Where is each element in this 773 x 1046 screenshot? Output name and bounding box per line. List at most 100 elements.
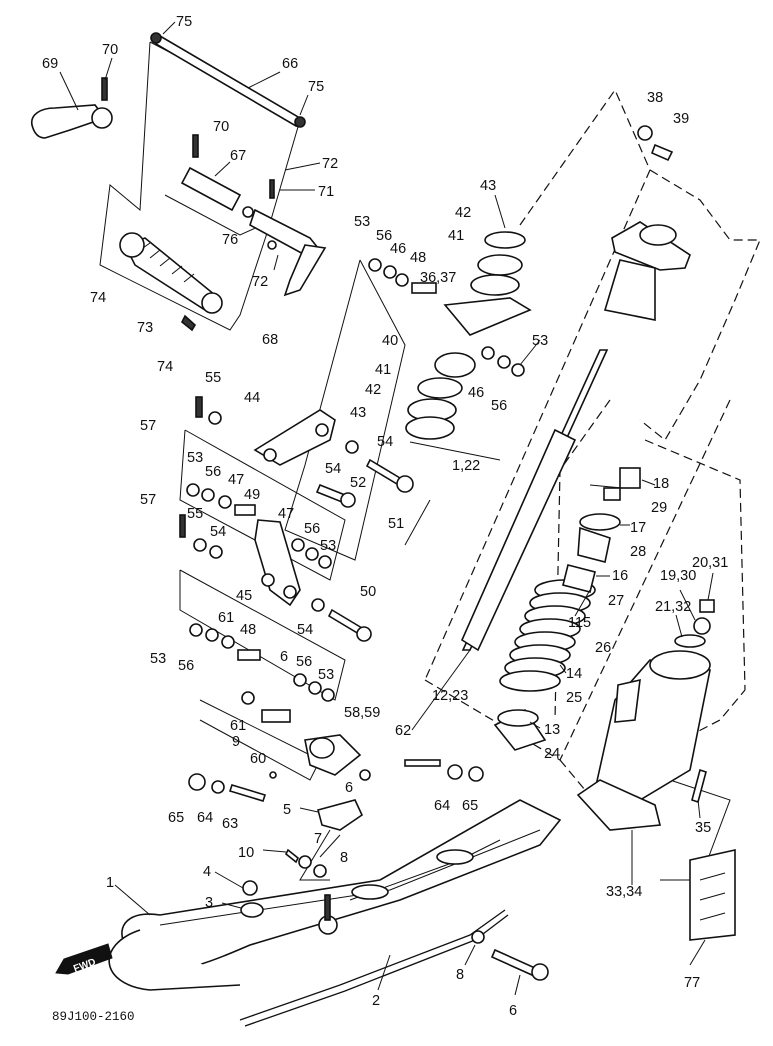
callout: 18: [653, 476, 669, 492]
callout: 6: [345, 780, 353, 796]
callout: 57: [140, 492, 156, 508]
callout: 57: [140, 418, 156, 434]
callout: 7: [314, 831, 322, 847]
callout: 56: [178, 658, 194, 674]
callout: 53: [187, 450, 203, 466]
center-bracket-parts: [179, 231, 549, 981]
callout: 13: [544, 722, 560, 738]
callout: 70: [102, 42, 118, 58]
ski-assembly: [108, 799, 562, 1027]
callout: 20,31: [692, 555, 728, 571]
callout: 115: [568, 615, 591, 631]
callout: 50: [360, 584, 376, 600]
callout: 72: [252, 274, 268, 290]
shock-absorber: [460, 125, 736, 941]
callout: 47: [278, 506, 294, 522]
callout: 12,23: [432, 688, 468, 704]
callout: 56: [296, 654, 312, 670]
callout: 54: [325, 461, 341, 477]
callout: 53: [532, 333, 548, 349]
callout: 48: [410, 250, 426, 266]
callout: 55: [187, 506, 203, 522]
callout: 56: [304, 521, 320, 537]
callout: 51: [388, 516, 404, 532]
callout: 6: [280, 649, 288, 665]
callout: 71: [318, 184, 334, 200]
callout: 21,32: [655, 599, 691, 615]
callout: 54: [210, 524, 226, 540]
callout: 16: [612, 568, 628, 584]
callout: 53: [318, 667, 334, 683]
callout: 42: [455, 205, 471, 221]
callout: 45: [236, 588, 252, 604]
callout: 41: [375, 362, 391, 378]
callout: 28: [630, 544, 646, 560]
callout: 42: [365, 382, 381, 398]
callout: 62: [395, 723, 411, 739]
callout: 44: [244, 390, 260, 406]
callout: 74: [157, 359, 173, 375]
callout: 61: [230, 718, 246, 734]
callout: 64: [434, 798, 450, 814]
leader-lines: [59, 21, 714, 996]
callout: 4: [203, 864, 211, 880]
callout: 35: [695, 820, 711, 836]
callout: 48: [240, 622, 256, 638]
callout: 33,34: [606, 884, 642, 900]
callout: 1,22: [452, 458, 480, 474]
callout: 24: [544, 746, 560, 762]
callout: 19,30: [660, 568, 696, 584]
callout: 1: [106, 875, 114, 891]
callout: 8: [340, 850, 348, 866]
callout: 43: [480, 178, 496, 194]
coil-spring: [499, 579, 596, 692]
callout: 39: [673, 111, 689, 127]
callout: 53: [150, 651, 166, 667]
callout: 54: [377, 434, 393, 450]
callout: 36,37: [420, 270, 456, 286]
upper-linkage-parts: [31, 32, 327, 332]
callout: 73: [137, 320, 153, 336]
callout-labels: 75 66 75 70 69 70 67 72 71 76 72 74 73 7…: [42, 14, 728, 1019]
callout: 60: [250, 751, 266, 767]
drawing-code: 89J100-2160: [52, 1010, 135, 1024]
callout: 65: [168, 810, 184, 826]
callout: 70: [213, 119, 229, 135]
callout: 54: [297, 622, 313, 638]
callout: 17: [630, 520, 646, 536]
callout: 6: [509, 1003, 517, 1019]
callout: 58,59: [344, 705, 380, 721]
callout: 5: [283, 802, 291, 818]
callout: 14: [566, 666, 582, 682]
callout: 55: [205, 370, 221, 386]
callout: 40: [382, 333, 398, 349]
callout: 43: [350, 405, 366, 421]
callout: 75: [176, 14, 192, 30]
callout: 65: [462, 798, 478, 814]
callout: 74: [90, 290, 106, 306]
callout: 56: [376, 228, 392, 244]
callout: 66: [282, 56, 298, 72]
callout: 25: [566, 690, 582, 706]
callout: 3: [205, 895, 213, 911]
callout: 69: [42, 56, 58, 72]
callout: 56: [205, 464, 221, 480]
callout: 47: [228, 472, 244, 488]
fwd-arrow-icon: FWD: [55, 943, 113, 975]
callout: 27: [608, 593, 624, 609]
callout: 29: [651, 500, 667, 516]
callout: 38: [647, 90, 663, 106]
callout: 76: [222, 232, 238, 248]
callout: 41: [448, 228, 464, 244]
callout: 52: [350, 475, 366, 491]
callout: 53: [354, 214, 370, 230]
callout: 46: [390, 241, 406, 257]
callout: 68: [262, 332, 278, 348]
callout: 49: [244, 487, 260, 503]
callout: 2: [372, 993, 380, 1009]
callout: 26: [595, 640, 611, 656]
callout: 46: [468, 385, 484, 401]
callout: 67: [230, 148, 246, 164]
callout: 77: [684, 975, 700, 991]
